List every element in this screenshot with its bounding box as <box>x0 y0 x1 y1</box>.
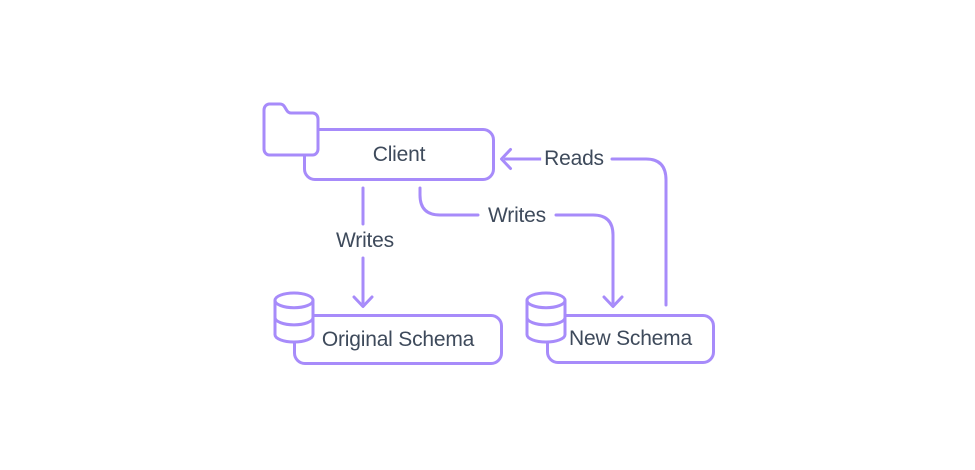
original-schema-node: Original Schema <box>293 314 503 365</box>
edge-label-reads: Reads <box>541 147 607 171</box>
edge-writes-original-arrowhead <box>352 295 374 308</box>
folder-icon <box>264 104 318 155</box>
edge-label-writes-new: Writes <box>485 204 549 228</box>
client-node-label: Client <box>372 142 426 166</box>
client-node: Client <box>303 128 495 181</box>
new-schema-node-label: New Schema <box>569 327 692 350</box>
new-schema-node: New Schema <box>546 314 715 364</box>
edge-writes-new-line <box>418 186 615 304</box>
database-icon <box>527 293 565 342</box>
edge-reads-line <box>504 157 668 307</box>
edge-label-writes-original: Writes <box>333 229 397 253</box>
original-schema-node-label: Original Schema <box>321 327 475 351</box>
edge-writes-new-arrowhead <box>602 295 624 308</box>
database-icon <box>275 293 313 342</box>
edge-reads-arrowhead <box>500 148 512 170</box>
